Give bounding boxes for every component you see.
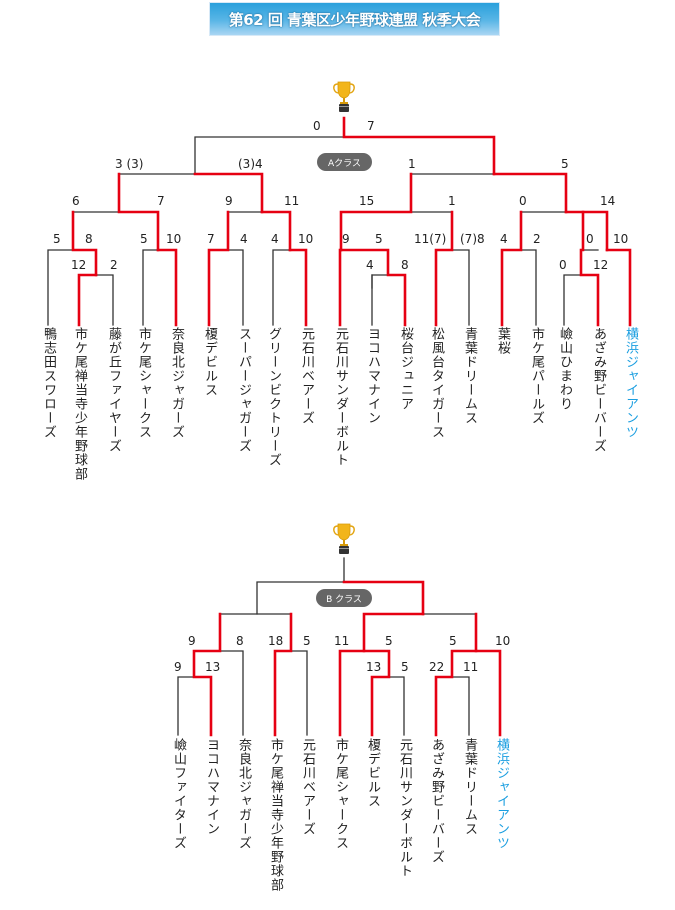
score: 7	[157, 194, 165, 208]
tournament-title: 第62 回 青葉区少年野球連盟 秋季大会	[228, 10, 481, 29]
team-name: あざみ野ビーバーズ	[429, 738, 444, 864]
team-name: 榎デビルス	[202, 327, 217, 397]
score: 5	[375, 232, 383, 246]
score: 5	[449, 634, 457, 648]
score: 10	[166, 232, 182, 246]
score: 8	[85, 232, 93, 246]
trophy-icon	[333, 523, 355, 554]
score: 0	[586, 232, 594, 246]
team-name: 葉桜	[495, 327, 510, 355]
class-a-label: Aクラス	[317, 153, 372, 171]
score: 13	[366, 660, 382, 674]
score: 9	[342, 232, 350, 246]
team-name: 市ケ尾禅当寺少年野球部	[72, 327, 87, 481]
team-name: 榎デビルス	[365, 738, 380, 808]
bracket-b-loser-lines	[177, 557, 477, 736]
score: 8	[236, 634, 244, 648]
team-name: 市ケ尾禅当寺少年野球部	[268, 738, 283, 892]
score: 18	[268, 634, 284, 648]
team-name: 元石川サンダーボルト	[333, 327, 348, 467]
team-name: 元石川ベアーズ	[300, 738, 315, 836]
score: 5	[401, 660, 409, 674]
score: 10	[495, 634, 511, 648]
score: 4	[366, 258, 374, 272]
team-name: 藤が丘ファイヤーズ	[106, 327, 121, 453]
score: (3)4	[238, 157, 263, 171]
bracket-b-winner-lines	[192, 580, 502, 737]
team-name: ヨコハマナイン	[365, 327, 380, 425]
score: 5	[53, 232, 61, 246]
score: 5	[303, 634, 311, 648]
team-name: 元石川ベアーズ	[299, 327, 314, 425]
team-name: 市ケ尾シャークス	[136, 327, 151, 439]
score: 0	[559, 258, 567, 272]
team-name: あざみ野ビーバーズ	[591, 327, 606, 453]
team-name: スーパージャガーズ	[236, 327, 251, 453]
score: 9	[225, 194, 233, 208]
score: 5	[385, 634, 393, 648]
score: 9	[174, 660, 182, 674]
score: 1	[448, 194, 456, 208]
score: 0	[519, 194, 527, 208]
score: 12	[593, 258, 609, 272]
score: 22	[429, 660, 445, 674]
team-name: 青葉ドリームス	[462, 327, 477, 425]
team-name: 市ケ尾パールズ	[529, 327, 544, 425]
team-name: 桜台ジュニア	[398, 327, 413, 411]
team-name: 奈良北ジャガーズ	[169, 327, 184, 439]
score: 5	[140, 232, 148, 246]
champion-team-name: 横浜ジャイアンツ	[494, 738, 509, 850]
score: 4	[271, 232, 279, 246]
score: 12	[71, 258, 87, 272]
score: 1	[408, 157, 416, 171]
score: 11(7)	[414, 232, 447, 246]
score: 2	[533, 232, 541, 246]
score: 10	[613, 232, 629, 246]
score: 11	[284, 194, 300, 208]
team-name: 元石川サンダーボルト	[397, 738, 412, 878]
team-name: 松風台タイガース	[429, 327, 444, 439]
team-name: 青葉ドリームス	[462, 738, 477, 836]
score: 4	[240, 232, 248, 246]
class-b-label: B クラス	[316, 589, 372, 607]
team-name: 鴨志田スワローズ	[41, 327, 56, 439]
class-a-label-text: Aクラス	[328, 158, 361, 169]
score: 8	[401, 258, 409, 272]
score: 15	[359, 194, 375, 208]
class-b-label-text: B クラス	[326, 594, 362, 605]
team-name: 嶮山ファイターズ	[171, 738, 186, 850]
score: 5	[561, 157, 569, 171]
team-name: ヨコハマナイン	[204, 738, 219, 836]
score: 4	[500, 232, 508, 246]
score: (7)8	[460, 232, 485, 246]
score: 11	[463, 660, 479, 674]
score: 14	[600, 194, 616, 208]
score: 3 (3)	[115, 157, 144, 171]
score: 10	[298, 232, 314, 246]
champion-team-name: 横浜ジャイアンツ	[623, 327, 638, 439]
bracket-a-winner-lines	[71, 116, 632, 327]
score: 7	[367, 119, 375, 133]
team-name: 嶮山ひまわり	[557, 327, 572, 411]
team-name: 奈良北ジャガーズ	[236, 738, 251, 850]
score: 7	[207, 232, 215, 246]
score: 9	[188, 634, 196, 648]
score: 2	[110, 258, 118, 272]
score: 0	[313, 119, 321, 133]
score: 13	[205, 660, 221, 674]
team-name: 市ケ尾シャークス	[333, 738, 348, 850]
team-name: グリーンビクトリーズ	[266, 327, 281, 467]
tournament-title-banner: 第62 回 青葉区少年野球連盟 秋季大会	[209, 2, 500, 36]
trophy-icon	[333, 81, 355, 112]
score: 11	[334, 634, 350, 648]
score: 6	[72, 194, 80, 208]
